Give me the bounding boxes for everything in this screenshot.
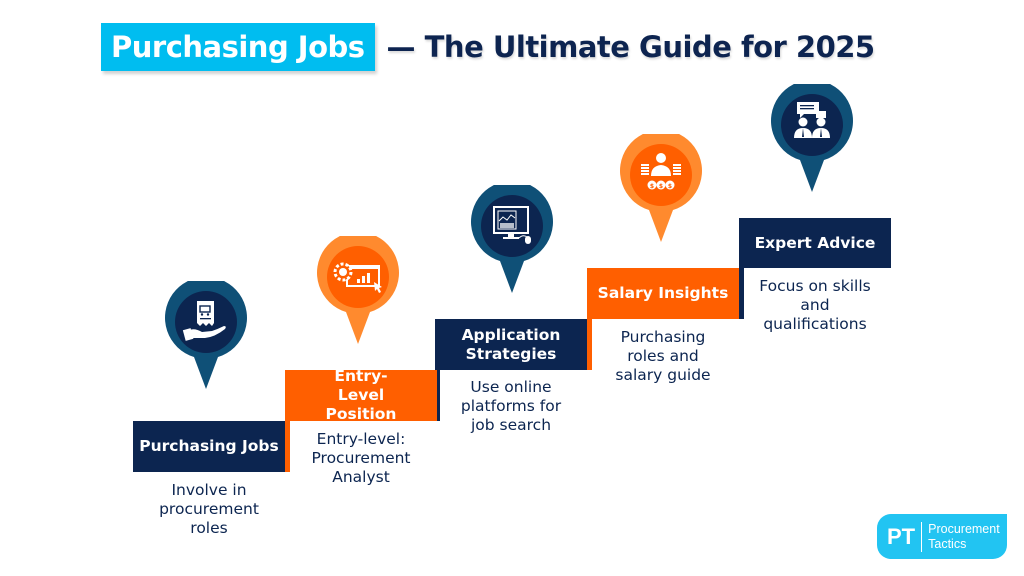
cart-receipt-hand-icon xyxy=(165,276,247,389)
connector-strip xyxy=(285,421,290,472)
connector-strip xyxy=(739,268,744,319)
pin-marker xyxy=(770,79,854,194)
step-purchasing-jobs: Purchasing Jobs xyxy=(133,421,285,472)
step-description: Purchasing roles and salary guide xyxy=(615,328,711,384)
step-description: Involve in procurement roles xyxy=(159,481,259,537)
step-label: Salary Insights xyxy=(597,284,729,302)
svg-text:$: $ xyxy=(650,183,654,190)
step-salary-insights: Salary Insights xyxy=(587,268,739,319)
connector-strip xyxy=(587,319,592,370)
connector-strip xyxy=(435,370,440,421)
step-description: Focus on skills and qualifications xyxy=(759,277,871,333)
gear-dashboard-icon xyxy=(317,231,399,344)
svg-text:$: $ xyxy=(659,183,663,190)
logo-line1: Procurement xyxy=(928,521,1000,536)
step-label: Purchasing Jobs xyxy=(139,437,279,455)
step-label: Expert Advice xyxy=(754,233,876,252)
step-entry-level-position: Entry-Level Position xyxy=(285,367,437,423)
pin-marker: $ $ $ xyxy=(619,129,703,244)
procurement-tactics-logo: PT Procurement Tactics xyxy=(877,514,1007,559)
step-application-strategies: Application Strategies xyxy=(435,319,587,370)
step-label: Application Strategies xyxy=(461,325,561,363)
title-highlight: Purchasing Jobs xyxy=(101,23,375,71)
pin-marker xyxy=(164,276,248,391)
consultation-chat-icon xyxy=(771,79,853,192)
title-subtitle: — The Ultimate Guide for 2025 xyxy=(386,30,876,64)
step-description: Entry-level: Procurement Analyst xyxy=(311,430,411,486)
step-expert-advice: Expert Advice xyxy=(739,218,891,268)
pin-marker xyxy=(470,180,554,295)
logo-line2: Tactics xyxy=(928,536,967,551)
page-title: Purchasing Jobs — The Ultimate Guide for… xyxy=(101,22,875,72)
step-description: Use online platforms for job search xyxy=(460,378,562,434)
logo-initials: PT xyxy=(887,523,916,549)
computer-monitor-icon xyxy=(471,180,553,293)
logo-divider xyxy=(921,521,923,552)
svg-text:$: $ xyxy=(668,183,672,190)
pin-marker xyxy=(316,231,400,346)
step-label: Entry-Level Position xyxy=(325,367,397,423)
logo-text: Procurement Tactics xyxy=(928,522,1000,552)
person-salary-icon: $ $ $ xyxy=(620,129,702,242)
